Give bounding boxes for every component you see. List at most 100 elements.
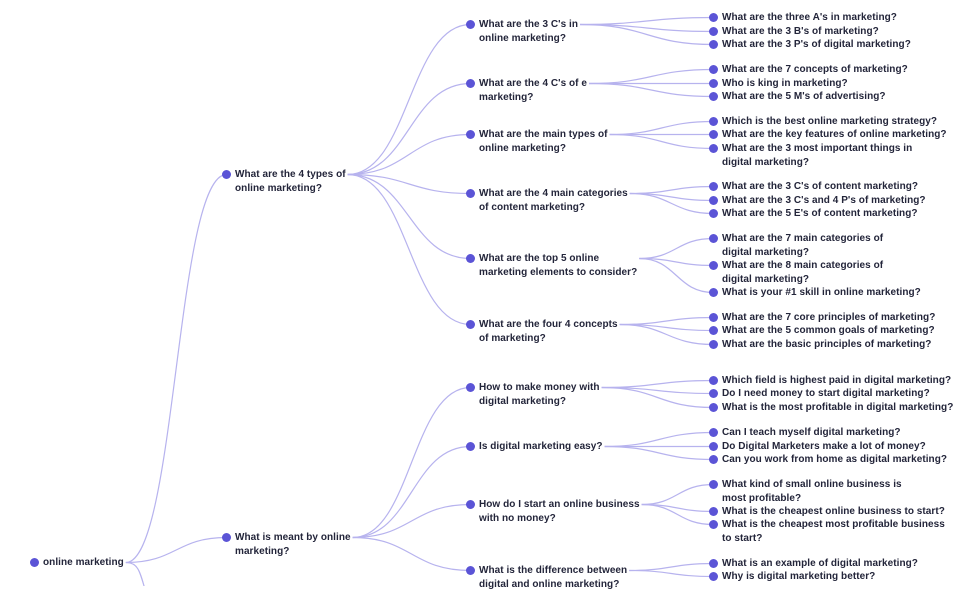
- question-node[interactable]: What are the 4 C's of e marketing?: [466, 77, 639, 104]
- node-label: Do Digital Marketers make a lot of money…: [722, 441, 926, 452]
- leaf-node[interactable]: What are the 5 M's of advertising?: [709, 90, 942, 104]
- leaf-node[interactable]: What are the 3 C's of content marketing?: [709, 180, 947, 194]
- root-node[interactable]: online marketing: [30, 556, 163, 570]
- leaf-node[interactable]: What are the 3 C's and 4 P's of marketin…: [709, 194, 947, 208]
- link-curve: [604, 445, 714, 461]
- node-dot-icon: [466, 500, 475, 509]
- leaf-node[interactable]: What are the 5 E's of content marketing?: [709, 207, 947, 221]
- leaf-node[interactable]: What is the most profitable in digital m…: [709, 401, 962, 415]
- node-dot-icon: [709, 130, 718, 139]
- node-label: What are the basic principles of marketi…: [722, 339, 932, 350]
- leaf-node[interactable]: What are the three A's in marketing?: [709, 11, 942, 25]
- question-node[interactable]: What are the 4 main categories of conten…: [466, 187, 631, 214]
- leaf-node[interactable]: Can I teach myself digital marketing?: [709, 426, 962, 440]
- node-dot-icon: [709, 13, 718, 22]
- link-curve: [629, 192, 714, 215]
- node-dot-icon: [466, 254, 475, 263]
- node-dot-icon: [709, 144, 718, 153]
- leaf-node[interactable]: Who is king in marketing?: [709, 77, 942, 91]
- question-node[interactable]: How do I start an online business with n…: [466, 498, 649, 525]
- leaf-node[interactable]: What are the basic principles of marketi…: [709, 338, 947, 352]
- node-label: What is the difference between digital a…: [479, 565, 628, 590]
- node-label: What are the 3 P's of digital marketing?: [722, 39, 911, 50]
- link-curve: [347, 173, 471, 195]
- link-curve: [347, 82, 471, 176]
- question-node[interactable]: What are the main types of online market…: [466, 128, 631, 155]
- link-curve: [619, 323, 714, 346]
- leaf-node[interactable]: What kind of small online business is mo…: [709, 478, 922, 505]
- question-node[interactable]: What are the four 4 concepts of marketin…: [466, 318, 624, 345]
- link-curve: [352, 503, 471, 539]
- node-dot-icon: [709, 572, 718, 581]
- node-label: What are the 4 main categories of conten…: [479, 188, 628, 213]
- leaf-node[interactable]: Do Digital Marketers make a lot of money…: [709, 440, 962, 454]
- leaf-node[interactable]: What are the 7 core principles of market…: [709, 311, 947, 325]
- question-node[interactable]: How to make money with digital marketing…: [466, 381, 624, 408]
- leaf-node[interactable]: Do I need money to start digital marketi…: [709, 387, 962, 401]
- node-label: What are the 5 E's of content marketing?: [722, 208, 918, 219]
- link-curve: [601, 386, 714, 409]
- node-dot-icon: [709, 455, 718, 464]
- leaf-node[interactable]: Can you work from home as digital market…: [709, 453, 962, 467]
- node-dot-icon: [709, 27, 718, 36]
- node-label: What are the 5 M's of advertising?: [722, 91, 886, 102]
- branch-node[interactable]: What are the 4 types of online marketing…: [222, 168, 375, 195]
- leaf-node[interactable]: What are the 3 B's of marketing?: [709, 25, 942, 39]
- node-dot-icon: [709, 261, 718, 270]
- node-dot-icon: [222, 533, 231, 542]
- leaf-node[interactable]: What is your #1 skill in online marketin…: [709, 286, 947, 300]
- node-label: What are the 4 C's of e marketing?: [479, 78, 587, 103]
- leaf-node[interactable]: Why is digital marketing better?: [709, 570, 962, 584]
- leaf-node[interactable]: Which field is highest paid in digital m…: [709, 374, 962, 388]
- node-dot-icon: [709, 65, 718, 74]
- node-label: What are the 3 C's and 4 P's of marketin…: [722, 195, 926, 206]
- leaf-node[interactable]: What is an example of digital marketing?: [709, 557, 962, 571]
- node-label: How to make money with digital marketing…: [479, 382, 600, 407]
- node-dot-icon: [709, 182, 718, 191]
- leaf-node[interactable]: What is the cheapest most profitable bus…: [709, 518, 947, 545]
- node-dot-icon: [709, 507, 718, 516]
- node-label: Which is the best online marketing strat…: [722, 116, 938, 127]
- link-curve: [629, 185, 714, 195]
- leaf-node[interactable]: What are the 5 common goals of marketing…: [709, 324, 947, 338]
- node-dot-icon: [709, 196, 718, 205]
- node-label: What are the 7 main categories of digita…: [722, 233, 884, 258]
- node-dot-icon: [709, 376, 718, 385]
- node-label: What are the 3 C's of content marketing?: [722, 181, 919, 192]
- node-dot-icon: [466, 442, 475, 451]
- link-curve: [347, 133, 471, 176]
- leaf-node[interactable]: Which is the best online marketing strat…: [709, 115, 947, 129]
- question-node[interactable]: What are the 3 C's in online marketing?: [466, 18, 609, 45]
- branch-node[interactable]: What is meant by online marketing?: [222, 531, 405, 558]
- node-label: What is the cheapest most profitable bus…: [722, 519, 945, 544]
- node-label: How do I start an online business with n…: [479, 499, 640, 524]
- link-curve: [609, 133, 714, 150]
- node-dot-icon: [709, 117, 718, 126]
- link-curve: [588, 82, 714, 98]
- node-dot-icon: [709, 209, 718, 218]
- node-dot-icon: [709, 234, 718, 243]
- node-label: What are the 3 C's in online marketing?: [479, 19, 579, 44]
- node-label: What are the top 5 online marketing elem…: [479, 253, 638, 278]
- question-node[interactable]: What are the top 5 online marketing elem…: [466, 252, 639, 279]
- question-node[interactable]: Is digital marketing easy?: [466, 440, 609, 454]
- leaf-node[interactable]: What are the 8 main categories of digita…: [709, 259, 912, 286]
- leaf-node[interactable]: What are the 3 P's of digital marketing?: [709, 38, 942, 52]
- leaf-node[interactable]: What are the 3 most important things in …: [709, 142, 937, 169]
- leaf-node[interactable]: What are the 7 concepts of marketing?: [709, 63, 942, 77]
- link-curve: [580, 23, 714, 46]
- link-curve: [619, 316, 714, 326]
- node-label: What is the most profitable in digital m…: [722, 402, 954, 413]
- leaf-node[interactable]: What is the cheapest online business to …: [709, 505, 962, 519]
- node-label: What are the main types of online market…: [479, 129, 608, 154]
- node-label: What are the three A's in marketing?: [722, 12, 897, 23]
- question-node[interactable]: What is the difference between digital a…: [466, 564, 649, 591]
- leaf-node[interactable]: What are the key features of online mark…: [709, 128, 947, 142]
- node-dot-icon: [30, 558, 39, 567]
- node-label: What are the 3 B's of marketing?: [722, 26, 879, 37]
- node-label: Why is digital marketing better?: [722, 571, 876, 582]
- node-label: What are the 5 common goals of marketing…: [722, 325, 935, 336]
- node-label: online marketing: [43, 557, 124, 568]
- leaf-node[interactable]: What are the 7 main categories of digita…: [709, 232, 912, 259]
